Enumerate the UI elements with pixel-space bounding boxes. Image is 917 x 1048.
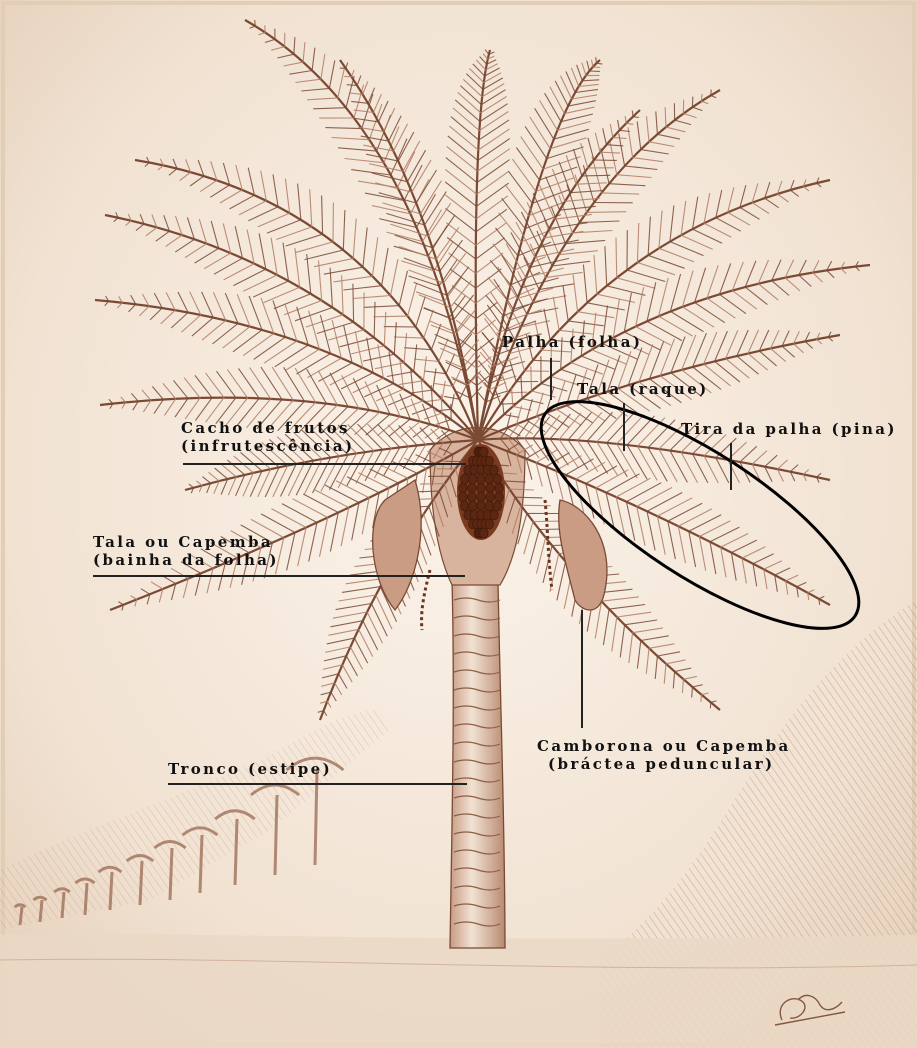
frond-pinna xyxy=(420,484,445,485)
distant-tree-trunk xyxy=(62,892,64,918)
label-tronco: Tronco (estipe) xyxy=(168,760,332,778)
frond-pinna xyxy=(255,20,256,26)
fruit xyxy=(485,456,493,466)
fruit xyxy=(486,483,494,493)
fruit xyxy=(468,483,476,493)
fruit xyxy=(495,483,503,493)
fruit xyxy=(480,528,488,538)
fruit xyxy=(469,474,477,484)
fruit xyxy=(461,501,469,511)
ground xyxy=(0,934,917,1048)
frond-pinna xyxy=(587,212,627,213)
fruit xyxy=(477,474,485,484)
frond-pinna xyxy=(632,111,633,117)
fruit xyxy=(490,465,498,475)
label-bainha: Tala ou Capemba (bainha da folha) xyxy=(93,533,279,569)
leader-line-bainha xyxy=(93,575,465,577)
frond-pinna xyxy=(582,175,610,176)
fruit xyxy=(490,510,498,520)
frond-pinna xyxy=(711,90,712,96)
frond-pinna xyxy=(692,687,693,698)
frond-pinna xyxy=(701,94,702,101)
fruit xyxy=(477,501,485,511)
label-cacho: Cacho de frutos (infrutescência) xyxy=(181,419,355,455)
distant-tree-trunk xyxy=(170,848,172,900)
fruit xyxy=(477,492,485,502)
leader-line-cacho xyxy=(183,463,466,465)
distant-tree-trunk xyxy=(110,872,112,910)
frond-pinna xyxy=(515,497,542,498)
fruit xyxy=(493,501,501,511)
frond-pinna xyxy=(616,238,617,278)
label-camborona: Camborona ou Capemba (bráctea peduncular… xyxy=(537,737,791,773)
label-tala: Tala (raque) xyxy=(577,380,709,398)
frond-pinna xyxy=(593,67,600,68)
distant-tree-trunk xyxy=(40,900,42,922)
fruit xyxy=(477,483,485,493)
leader-line-tala xyxy=(623,403,625,451)
fruit xyxy=(461,474,469,484)
leader-line-tronco xyxy=(168,783,467,785)
label-palha: Palha (folha) xyxy=(502,333,642,351)
fruit xyxy=(469,501,477,511)
leader-line-tira xyxy=(730,443,732,490)
frond-pinna xyxy=(531,366,532,391)
frond-pinna xyxy=(374,316,408,317)
distant-tree-trunk xyxy=(140,861,142,905)
distant-tree-trunk xyxy=(20,907,22,925)
fruit xyxy=(468,492,476,502)
fruit xyxy=(459,483,467,493)
leader-line-palha xyxy=(550,358,552,400)
fruit xyxy=(495,492,503,502)
fruit-bunch xyxy=(457,444,505,540)
fruit xyxy=(485,519,493,529)
fruit xyxy=(486,492,494,502)
fruit xyxy=(480,447,488,457)
frond-pinna xyxy=(508,392,527,393)
frond-pinna xyxy=(353,284,354,322)
distant-tree-trunk xyxy=(200,835,202,893)
distant-tree-trunk xyxy=(85,883,87,915)
distant-tree-trunk xyxy=(275,795,277,875)
fruit xyxy=(485,474,493,484)
distant-tree-trunk xyxy=(235,819,237,885)
label-tira: Tira da palha (pina) xyxy=(681,420,897,438)
fruit xyxy=(459,492,467,502)
fruit xyxy=(493,474,501,484)
fruit xyxy=(485,501,493,511)
leader-line-camborona xyxy=(581,610,583,728)
